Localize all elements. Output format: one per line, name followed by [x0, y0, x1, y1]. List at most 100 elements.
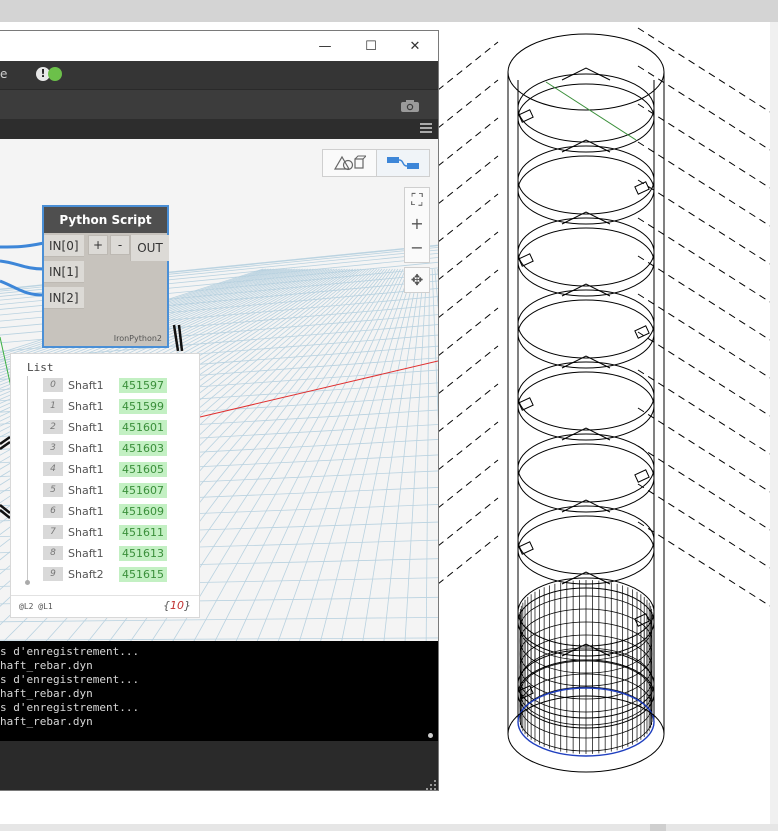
- list-index: 9: [43, 567, 63, 581]
- watch-preview[interactable]: List 0 Shaft1 451597 1 Shaft1 451599: [10, 353, 200, 618]
- resize-grip-icon[interactable]: [426, 780, 436, 790]
- fit-view-button[interactable]: ⛶: [411, 190, 423, 209]
- element-id[interactable]: 451605: [119, 461, 167, 477]
- element-id[interactable]: 451601: [119, 419, 167, 435]
- element-id[interactable]: 451599: [119, 398, 167, 414]
- bottom-hoop: [519, 673, 653, 739]
- hoop-ring: [517, 227, 655, 297]
- list-item: 0 Shaft1 451597: [43, 377, 167, 393]
- list-index: 5: [43, 483, 63, 497]
- grid-line: [320, 268, 417, 641]
- dashed-line: [637, 521, 770, 607]
- grid-line: [0, 616, 438, 623]
- pan-button[interactable]: ✥: [404, 267, 430, 293]
- revit-title-bar: [0, 0, 778, 22]
- tree-dot: [25, 580, 30, 585]
- bottom-hoop: [519, 595, 653, 661]
- graph-view-button[interactable]: [375, 150, 429, 176]
- revit-horizontal-scrollbar[interactable]: [0, 824, 778, 831]
- element-id[interactable]: 451607: [119, 482, 167, 498]
- scroll-thumb[interactable]: [650, 824, 666, 831]
- minimize-button[interactable]: —: [302, 31, 348, 61]
- revit-vertical-scrollbar[interactable]: [770, 22, 778, 824]
- remove-input-button[interactable]: -: [110, 235, 130, 255]
- grid-line: [0, 268, 335, 456]
- console-scroll-thumb[interactable]: [428, 733, 433, 738]
- input-port-2[interactable]: IN[2]: [44, 287, 84, 309]
- geometry-icon: [334, 155, 367, 171]
- zoom-in-button[interactable]: +: [410, 214, 424, 233]
- element-name: Shaft1: [68, 378, 104, 392]
- dashed-line: [438, 383, 499, 433]
- element-id[interactable]: 451597: [119, 377, 167, 393]
- dashed-line: [438, 459, 499, 509]
- element-id[interactable]: 451615: [119, 566, 167, 582]
- notification-indicator[interactable]: !: [36, 67, 62, 81]
- hoop-overlap: [561, 139, 611, 153]
- hoop-ring: [517, 155, 655, 225]
- minimize-icon: —: [318, 38, 332, 54]
- element-name: Shaft1: [68, 504, 104, 518]
- dashed-line: [637, 369, 770, 455]
- hamburger-icon[interactable]: [420, 123, 432, 135]
- count-open-brace: {: [163, 599, 170, 612]
- bottom-hoop: [519, 660, 653, 726]
- output-port[interactable]: OUT: [130, 235, 169, 261]
- view-toggle[interactable]: [322, 149, 430, 177]
- input-port-1[interactable]: IN[1]: [44, 261, 84, 283]
- dashed-line: [438, 231, 499, 281]
- console-line: haft_rebar.dyn: [0, 687, 93, 700]
- grid-line: [404, 268, 428, 641]
- tab-strip: [0, 119, 438, 139]
- node-title[interactable]: Python Script: [44, 207, 167, 233]
- hoop-ring: [517, 145, 655, 215]
- list-item: 3 Shaft1 451603: [43, 440, 167, 456]
- hoop-hook: [518, 253, 534, 267]
- dashed-line: [637, 179, 770, 265]
- check-icon: [48, 67, 62, 81]
- base-ring: [517, 687, 655, 757]
- revit-3d-view[interactable]: [438, 22, 770, 824]
- bottom-hoop: [519, 647, 653, 713]
- hoop-overlap: [561, 499, 611, 513]
- close-button[interactable]: ✕: [392, 31, 438, 61]
- menu-item-partial[interactable]: e: [0, 67, 8, 81]
- grid-line: [362, 268, 422, 641]
- input-port-0[interactable]: IN[0]: [44, 235, 84, 257]
- element-id[interactable]: 451613: [119, 545, 167, 561]
- shaft-bottom: [507, 695, 665, 773]
- dashed-line: [637, 483, 770, 569]
- list-item: 1 Shaft1 451599: [43, 398, 167, 414]
- reference-dashed-lines: [438, 27, 770, 607]
- grid-line: [0, 268, 314, 413]
- status-bar: [0, 741, 438, 790]
- add-input-button[interactable]: +: [88, 235, 108, 255]
- hoop-ring: [517, 83, 655, 153]
- element-name: Shaft2: [68, 567, 104, 581]
- grid-line: [235, 268, 407, 641]
- zoom-out-button[interactable]: −: [410, 238, 424, 257]
- element-name: Shaft1: [68, 441, 104, 455]
- python-script-node[interactable]: Python Script IN[0] IN[1] IN[2] + - OUT …: [42, 205, 169, 348]
- dashed-line: [438, 41, 499, 91]
- count-close-brace: }: [184, 599, 191, 612]
- element-id[interactable]: 451611: [119, 524, 167, 540]
- element-name: Shaft1: [68, 399, 104, 413]
- count-value: 10: [170, 599, 184, 612]
- camera-icon[interactable]: [400, 99, 420, 113]
- geometry-view-button[interactable]: [323, 150, 376, 176]
- list-item: 8 Shaft1 451613: [43, 545, 167, 561]
- element-id[interactable]: 451609: [119, 503, 167, 519]
- hoop-overlap: [561, 211, 611, 225]
- grid-line: [172, 268, 399, 641]
- console-line: s d'enregistrement...: [0, 673, 140, 686]
- element-name: Shaft1: [68, 420, 104, 434]
- hoop-overlap: [561, 427, 611, 441]
- grid-line: [299, 268, 415, 641]
- element-id[interactable]: 451603: [119, 440, 167, 456]
- graph-canvas[interactable]: ⛶ + − ✥ Python Script IN[0] IN[1] IN[2] …: [0, 139, 438, 641]
- maximize-button[interactable]: ☐: [348, 31, 394, 61]
- grid-line: [0, 268, 325, 432]
- list-levels[interactable]: @L2 @L1: [19, 602, 53, 611]
